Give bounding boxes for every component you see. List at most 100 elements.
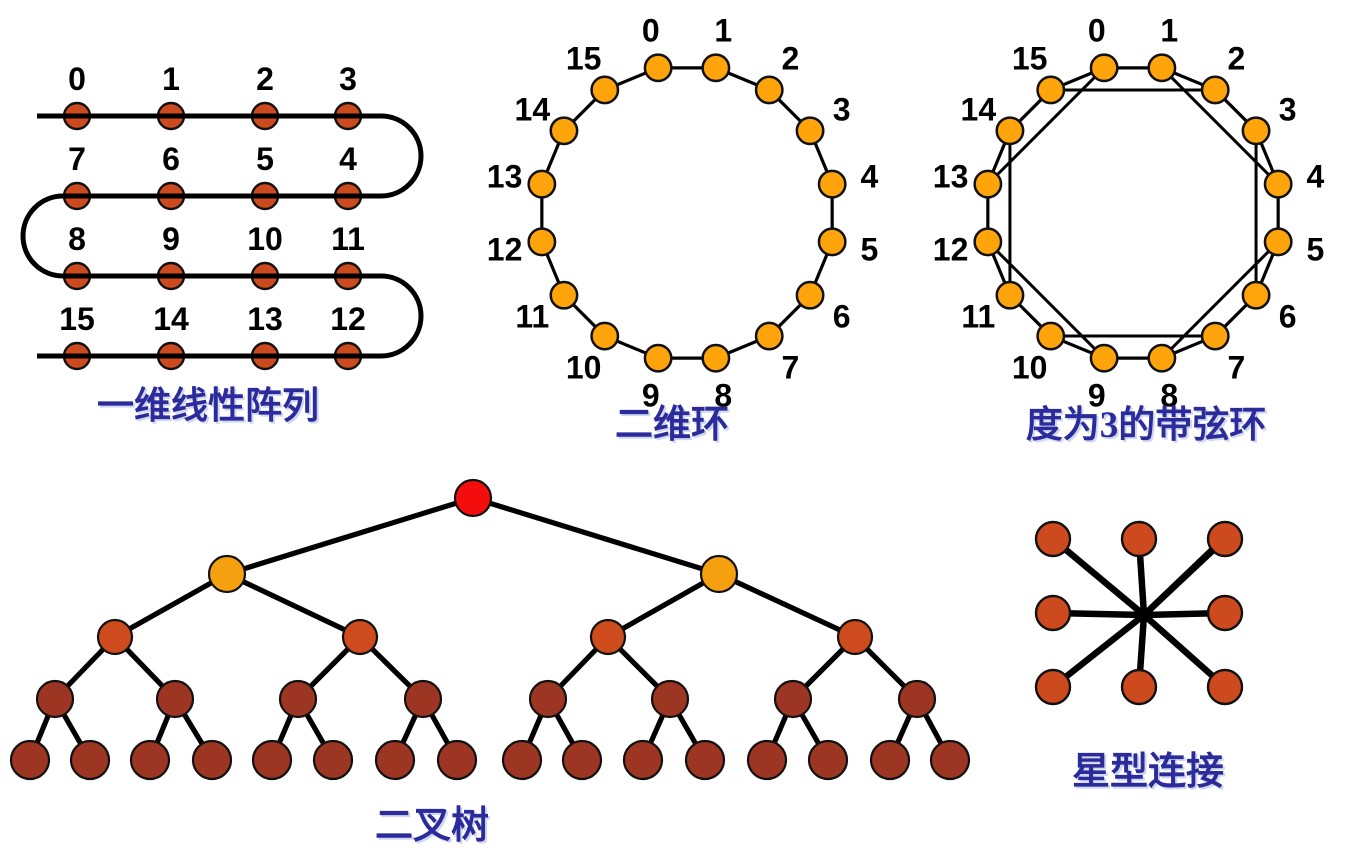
- array-node-label: 7: [68, 141, 86, 177]
- chordal-node: [1089, 343, 1119, 373]
- ring-node: [590, 75, 620, 105]
- array-node-label: 6: [162, 141, 180, 177]
- chordal-node-label: 13: [933, 159, 969, 195]
- array-node-label: 8: [68, 221, 86, 257]
- chordal-node: [1200, 321, 1230, 351]
- tree-node-level-3: [836, 618, 874, 656]
- ring-node-label: 0: [642, 13, 660, 49]
- ring-node-label: 2: [781, 40, 799, 76]
- array-node-label: 3: [339, 61, 357, 97]
- tree-node-level-5: [929, 739, 971, 781]
- tree-node-level-5: [807, 739, 849, 781]
- chordal-chord-edge: [1160, 66, 1280, 186]
- chordal-node-label: 7: [1227, 350, 1245, 386]
- chordal-node: [1200, 75, 1230, 105]
- ring-node-label: 13: [487, 159, 523, 195]
- array-node-label: 12: [330, 301, 366, 337]
- tree-node-level-4: [35, 679, 75, 719]
- ring-node: [754, 75, 784, 105]
- chordal-node-label: 10: [1012, 350, 1048, 386]
- chordal-node-label: 15: [1012, 40, 1048, 76]
- chordal-node: [1241, 116, 1271, 146]
- chordal-node: [1089, 53, 1119, 83]
- array-node-label: 9: [162, 221, 180, 257]
- chordal-chord-edge: [1160, 240, 1280, 360]
- tree-node-level-5: [436, 739, 478, 781]
- array-node-label: 10: [247, 221, 283, 257]
- ring-node: [795, 116, 825, 146]
- chordal-node-label: 11: [961, 298, 995, 334]
- tree-node-level-5: [684, 739, 726, 781]
- ring-node-label: 5: [861, 231, 879, 267]
- tree-node-level-4: [528, 679, 568, 719]
- chordal-node-label: 8: [1160, 377, 1178, 413]
- star-spoke: [1050, 536, 1147, 618]
- array-node-label: 14: [153, 301, 189, 337]
- tree-node-level-5: [869, 739, 911, 781]
- ring-node-label: 8: [714, 377, 732, 413]
- ring-node-label: 4: [861, 159, 879, 195]
- tree-node-level-5: [312, 739, 354, 781]
- ring-node-label: 3: [833, 92, 851, 128]
- array-node-label: 5: [256, 141, 274, 177]
- ring-node: [754, 321, 784, 351]
- array-node-label: 2: [256, 61, 274, 97]
- chordal-node: [1263, 169, 1293, 199]
- array-node-label: 4: [339, 141, 357, 177]
- chordal-node-label: 6: [1279, 298, 1297, 334]
- tree-node-level-5: [746, 739, 788, 781]
- array-node-label: 11: [331, 221, 365, 257]
- ring-node-label: 7: [781, 350, 799, 386]
- ring-node: [549, 116, 579, 146]
- tree-node-level-4: [773, 679, 813, 719]
- chordal-node: [995, 116, 1025, 146]
- tree-node-level-1: [453, 478, 493, 518]
- ring-node: [527, 169, 557, 199]
- star-node: [1206, 594, 1244, 632]
- star-diagram: [1034, 520, 1244, 706]
- chordal-node-label: 9: [1088, 377, 1106, 413]
- star-node: [1120, 520, 1158, 558]
- chordal-node-label: 0: [1088, 13, 1106, 49]
- tree-edge: [606, 571, 721, 640]
- ring-node: [549, 280, 579, 310]
- array-node-label: 0: [68, 61, 86, 97]
- star-node: [1206, 668, 1244, 706]
- tree-node-level-3: [341, 618, 379, 656]
- star-node: [1120, 668, 1158, 706]
- chordal-node: [973, 169, 1003, 199]
- chordal-node-label: 12: [933, 231, 969, 267]
- ring-node-label: 14: [515, 92, 551, 128]
- chordal-node: [1036, 75, 1066, 105]
- ring-node-label: 11: [515, 298, 549, 334]
- chordal-node-label: 5: [1307, 231, 1325, 267]
- tree-edge: [472, 495, 720, 577]
- ring-node: [795, 280, 825, 310]
- caption-linear-array: 一维线性阵列: [97, 385, 319, 427]
- ring-node: [817, 227, 847, 257]
- tree-node-level-4: [278, 679, 318, 719]
- ring-node: [701, 53, 731, 83]
- star-node: [1034, 668, 1072, 706]
- tree-node-level-5: [69, 739, 111, 781]
- star-spoke-overlay: [1141, 546, 1216, 618]
- array-node-label: 15: [59, 301, 95, 337]
- tree-node-level-3: [96, 618, 134, 656]
- ring-node-label: 9: [642, 377, 660, 413]
- tree-node-level-5: [9, 739, 51, 781]
- tree-node-level-4: [155, 679, 195, 719]
- star-node: [1034, 594, 1072, 632]
- ring-node: [643, 53, 673, 83]
- tree-node-level-3: [589, 618, 627, 656]
- chordal-node: [1263, 227, 1293, 257]
- tree-node-level-5: [251, 739, 293, 781]
- star-node: [1206, 520, 1244, 558]
- caption-star: 星型连接: [1072, 751, 1224, 793]
- tree-edge: [717, 571, 857, 640]
- tree-node-level-5: [374, 739, 416, 781]
- ring-node-label: 15: [566, 40, 602, 76]
